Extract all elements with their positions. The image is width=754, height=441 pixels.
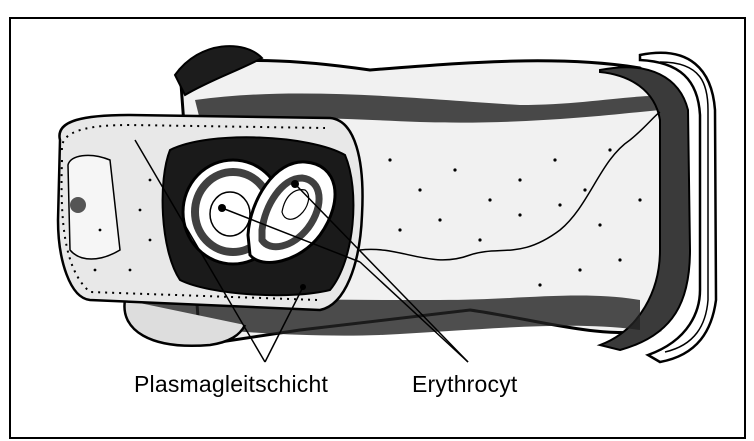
lumen-dark-spot xyxy=(70,197,86,213)
erythrocyte-pointer-dot-2 xyxy=(291,180,299,188)
label-erythrocyte: Erythrocyt xyxy=(412,371,518,398)
erythrocyte-pointer-dot-1 xyxy=(218,204,226,212)
plasma-pointer-dot xyxy=(300,284,306,290)
label-plasma-layer: Plasmagleitschicht xyxy=(134,371,328,398)
